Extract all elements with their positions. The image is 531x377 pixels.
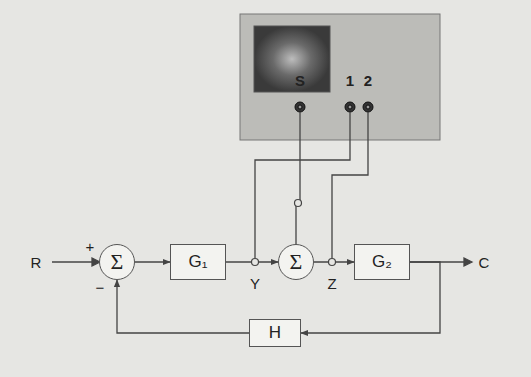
block-label: Σ bbox=[290, 249, 303, 275]
block-label: G₁ bbox=[189, 252, 208, 272]
signal-connector bbox=[135, 261, 170, 262]
process-box: G₁ bbox=[170, 244, 226, 280]
jack-label: 2 bbox=[364, 73, 372, 88]
sign-mark: − bbox=[96, 280, 105, 295]
block-label: Σ bbox=[111, 249, 124, 275]
signal-name: Z bbox=[327, 276, 336, 291]
jacks bbox=[295, 102, 373, 112]
signal-connector bbox=[117, 280, 249, 333]
summing-junction: Σ bbox=[99, 244, 135, 280]
oscilloscope-body bbox=[240, 14, 440, 140]
signal-point bbox=[252, 259, 259, 266]
input-signal: R bbox=[31, 255, 42, 270]
output-signal: C bbox=[479, 255, 490, 270]
signal-point bbox=[329, 259, 336, 266]
block-label: G₂ bbox=[372, 252, 392, 272]
jack-label: 1 bbox=[346, 73, 354, 88]
probe-wires bbox=[255, 112, 368, 258]
block-label: H bbox=[269, 323, 281, 343]
process-box: G₂ bbox=[354, 244, 410, 280]
jack-label: S bbox=[295, 73, 305, 88]
signal-name: Y bbox=[250, 276, 260, 291]
oscilloscope-screen bbox=[254, 26, 330, 92]
summing-junction: Σ bbox=[278, 244, 314, 280]
junction-dot bbox=[295, 200, 302, 207]
sign-mark: + bbox=[86, 239, 95, 254]
feedback-box: H bbox=[249, 319, 301, 347]
